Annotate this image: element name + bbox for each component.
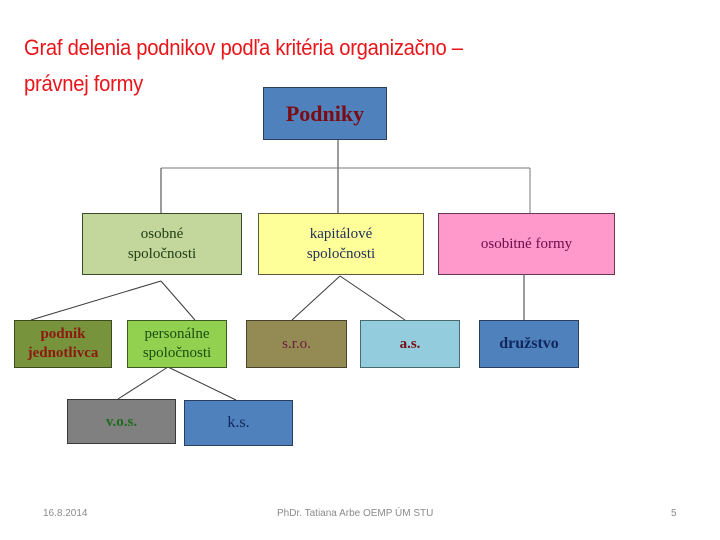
node-osobne-spolocnosti: osobné spoločnosti	[82, 213, 242, 275]
slide-title-line-2: právnej formy	[24, 71, 144, 96]
node-kapitalove-spolocnosti: kapitálové spoločnosti	[258, 213, 424, 275]
node-personalne-label-line-2: spoločnosti	[142, 345, 212, 361]
connector-kapitalove-as	[339, 275, 406, 321]
connector-osobne-podnik	[30, 280, 162, 321]
footer-date: 16.8.2014	[43, 508, 88, 519]
node-as: a.s.	[360, 320, 460, 368]
node-sro: s.r.o.	[246, 320, 347, 368]
slide-title: Graf delenia podnikov podľa kritéria org…	[24, 30, 613, 102]
connector-osobne-personalne	[160, 280, 196, 321]
slide-title-line-1: Graf delenia podnikov podľa kritéria org…	[24, 35, 463, 60]
node-podniky-label: Podniky	[285, 100, 365, 126]
node-vos-label: v.o.s.	[105, 413, 138, 430]
node-osobne-label-line-1: osobné	[140, 226, 184, 242]
footer-author: PhDr. Tatiana Arbe OEMP ÚM STU	[277, 508, 434, 519]
connector-personalne-ks	[167, 366, 237, 401]
node-ks-label: k.s.	[227, 414, 250, 431]
node-podnik-jednotlivca: podnik jednotlivca	[14, 320, 112, 368]
node-vos: v.o.s.	[67, 399, 176, 444]
node-kapitalove-label-line-1: kapitálové	[309, 226, 373, 242]
node-podnik-label-line-1: podnik	[40, 326, 86, 342]
node-kapitalove-label-line-2: spoločnosti	[306, 246, 376, 262]
connector-kapitalove-sro	[291, 275, 341, 321]
node-osobitne-formy: osobitné formy	[438, 213, 615, 275]
node-osobne-label-line-2: spoločnosti	[127, 246, 197, 262]
node-osobitne-label: osobitné formy	[480, 236, 573, 252]
node-ks: k.s.	[184, 400, 293, 446]
node-druzstvo-label: družstvo	[499, 335, 559, 352]
node-personalne-spolocnosti: personálne spoločnosti	[127, 320, 227, 368]
node-podniky: Podniky	[263, 87, 387, 140]
node-personalne-label-line-1: personálne	[144, 326, 210, 342]
footer-page-number: 5	[671, 508, 677, 519]
node-sro-label: s.r.o.	[282, 336, 311, 352]
node-podnik-label-line-2: jednotlivca	[27, 345, 99, 361]
connector-personalne-vos	[117, 366, 169, 400]
node-druzstvo: družstvo	[479, 320, 579, 368]
node-as-label: a.s.	[399, 336, 421, 352]
